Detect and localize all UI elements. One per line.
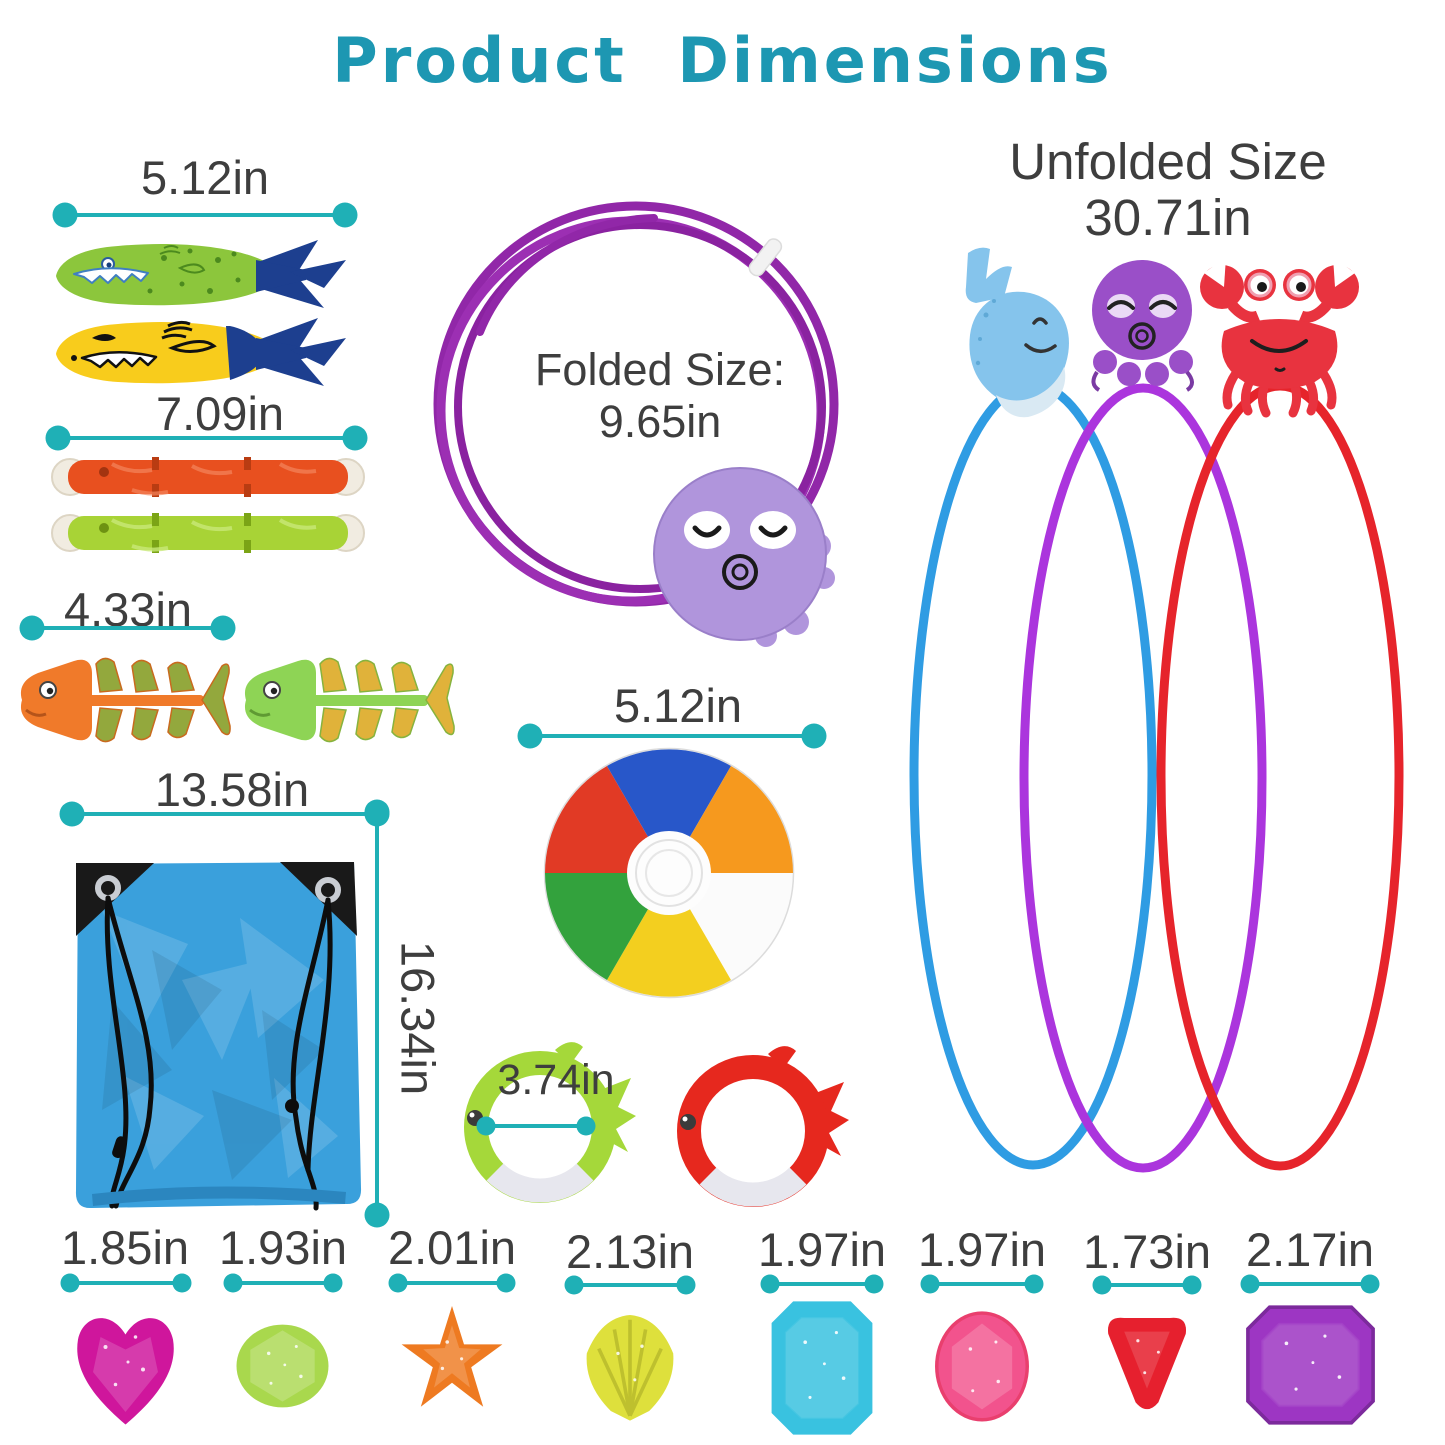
measure-dot [1024,1274,1044,1294]
gem-dimension-label: 1.73in [1082,1225,1212,1278]
octopus-foam-topper-image [1091,260,1194,392]
measure-dot [342,425,368,451]
yellow-torpedo-image [56,318,346,386]
measure-dot [496,1273,516,1293]
measure-line-gem [920,1274,1044,1294]
measure-dot [564,1275,584,1295]
measure-line-gem [1240,1274,1380,1294]
measure-dot [1240,1274,1260,1294]
measure-dot [1360,1274,1380,1294]
fish-ring-dimension-label: 3.74in [497,1056,615,1104]
measure-line-gem [388,1273,516,1293]
dive-stick-dimension-label: 7.09in [155,387,285,440]
folded-size-value: 9.65in [598,396,722,447]
blue-rectangle-gem-image [771,1301,873,1435]
measure-dot [801,723,827,749]
measure-dot [1182,1275,1202,1295]
measure-line-dive-stick [45,425,368,451]
green-torpedo-image [56,240,346,308]
measure-dot [223,1273,243,1293]
measure-dot [52,202,78,228]
crab-foam-topper-image [1200,257,1359,418]
measure-dot [323,1273,343,1293]
gem-dimension-label: 1.97in [917,1223,1047,1276]
green-fish-toy-image [244,657,455,743]
measure-dot [760,1274,780,1294]
measure-dot [59,801,85,827]
measure-dot [332,202,358,228]
measure-dot [364,1202,390,1228]
orange-fish-toy-image [20,657,231,743]
unfolded-size-value: 30.71in [1084,189,1252,246]
purple-rectangle-gem-image [1246,1305,1375,1425]
whale-foam-topper-image [965,247,1069,418]
measure-dot [172,1273,192,1293]
measure-dot [60,1273,80,1293]
green-dive-stick-image [51,513,365,553]
measure-line-gem [564,1275,696,1295]
gem-dimension-label: 1.97in [757,1223,887,1276]
storage-bag-image [75,862,362,1211]
measure-dot [19,615,45,641]
gem-dimension-label: 1.85in [60,1221,190,1274]
shell-gem-image [586,1315,674,1421]
measure-dot [45,425,71,451]
orange-dive-stick-image [51,457,365,497]
gem-dimension-label: 1.93in [218,1221,348,1274]
pink-oval-gem-image [935,1311,1029,1422]
red-triangle-gem-image [1107,1317,1187,1410]
round-gem-image [236,1324,329,1408]
beach-ball-image [543,747,795,999]
measure-line-bag-width [59,801,390,827]
measure-line-fish-toy [19,615,236,641]
green-fish-ring-image [464,1042,636,1203]
measure-dot [210,615,236,641]
swim-hoops-image [909,380,1404,1173]
heart-gem-image [77,1318,174,1425]
folded-size-label: Folded Size: [534,344,786,395]
measure-dot [676,1275,696,1295]
page-title: Product Dimensions [332,24,1113,97]
folded-swim-hoop-image [433,201,839,647]
measure-dot [517,723,543,749]
measure-dot [1092,1275,1112,1295]
bag-width-label: 13.58in [154,763,310,816]
measure-line-gem [60,1273,192,1293]
unfolded-size-label: Unfolded Size [1009,133,1327,190]
star-gem-image [401,1306,503,1407]
torpedo-dimension-label: 5.12in [140,151,270,204]
measure-line-gem [1092,1275,1202,1295]
octopus-foam-connector [653,467,835,647]
measure-dot [576,1116,596,1136]
gem-dimension-label: 2.17in [1245,1223,1375,1276]
measure-line-gem [223,1273,343,1293]
measure-dot [920,1274,940,1294]
measure-line-bag-height [364,799,390,1228]
measure-dot [388,1273,408,1293]
red-fish-ring-image [677,1046,849,1207]
measure-line-beach-ball [517,723,827,749]
measure-dot [364,799,390,825]
measure-line-fish-ring [476,1116,596,1136]
beach-ball-dimension-label: 5.12in [613,679,743,732]
measure-dot [864,1274,884,1294]
measure-dot [476,1116,496,1136]
gem-dimension-label: 2.01in [387,1221,517,1274]
gem-dimension-label: 2.13in [565,1225,695,1278]
measure-line-torpedo [52,202,358,228]
measure-line-gem [760,1274,884,1294]
